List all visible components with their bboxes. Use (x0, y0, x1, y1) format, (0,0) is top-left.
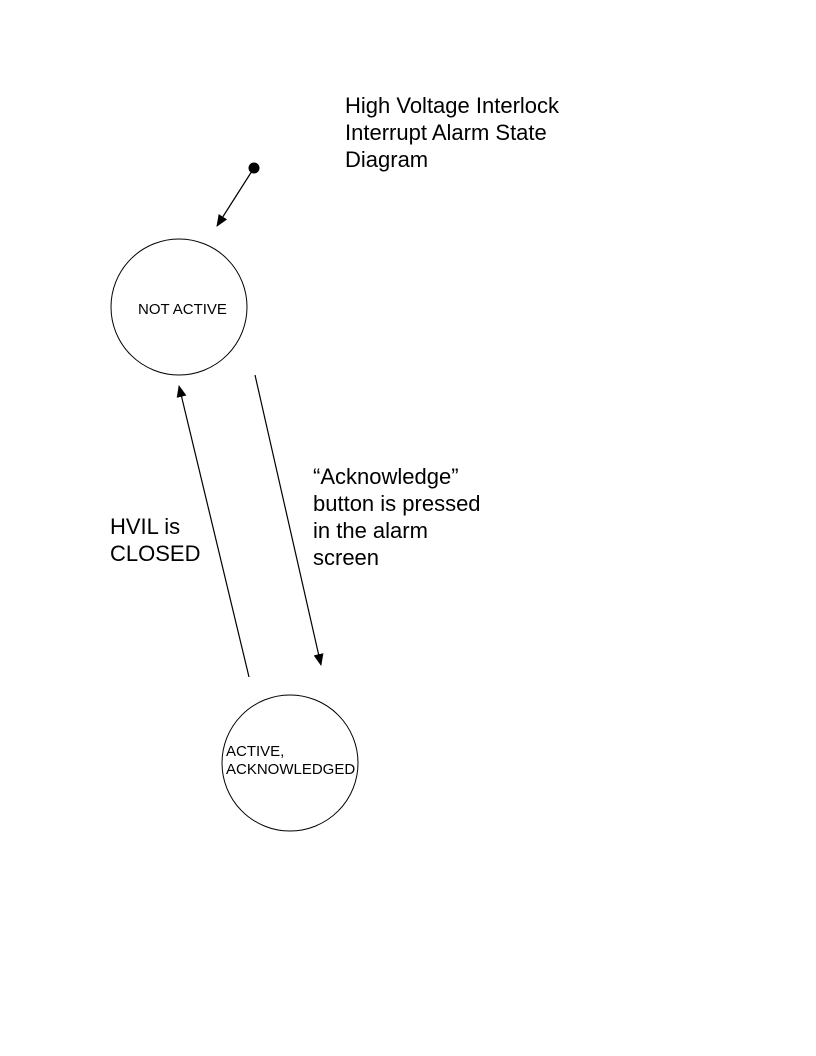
state-not-active-label: NOT ACTIVE (138, 301, 227, 318)
state-active-acknowledged-label: ACTIVE, (226, 743, 285, 760)
diagram-title-line: High Voltage Interlock (345, 93, 560, 118)
initial-state-dot (248, 162, 260, 174)
transition-acknowledge-label: “Acknowledge” (313, 464, 459, 489)
transition-acknowledge-arrow (254, 374, 324, 666)
transition-hvil-closed-label: CLOSED (110, 541, 201, 566)
state-active-acknowledged-label: ACKNOWLEDGED (226, 761, 356, 778)
transition-acknowledge-label: in the alarm (313, 518, 428, 543)
transition-hvil-closed-arrow (176, 385, 250, 678)
transition-acknowledge-label: button is pressed (313, 491, 481, 516)
state-active-acknowledged-circle (221, 694, 359, 832)
initial-transition-arrow (216, 170, 253, 227)
transition-hvil-closed-label: HVIL is (110, 514, 181, 539)
transition-acknowledge-label: screen (313, 545, 380, 570)
diagram-title-line: Interrupt Alarm State (345, 120, 547, 145)
state-not-active-circle (110, 238, 248, 376)
diagram-title-line: Diagram (345, 147, 429, 172)
